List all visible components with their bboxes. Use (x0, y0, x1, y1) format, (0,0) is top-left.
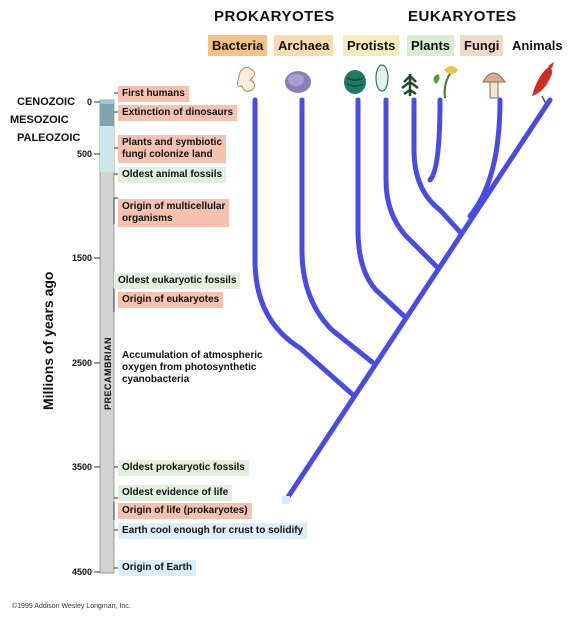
plant-icon (401, 66, 458, 99)
event-plants-colonize-land: Plants and symbiotic fungi colonize land (118, 135, 227, 163)
bacteria-icon (237, 66, 256, 92)
taxon-fungi: Fungi (460, 35, 504, 56)
precambrian-label: PRECAMBRIAN (103, 337, 113, 410)
tick-4500: 4500 (71, 567, 92, 577)
event-first-humans: First humans (118, 86, 189, 102)
tick-500: 500 (76, 149, 92, 159)
event-multicellular-origin: Origin of multicellular organisms (118, 199, 230, 227)
eukaryotes-title: Eukaryotes (408, 8, 517, 25)
event-oldest-eukaryotic-fossils: Oldest eukaryotic fossils (114, 273, 241, 289)
taxon-animals: Animals (512, 38, 563, 53)
event-oldest-prokaryotic-fossils: Oldest prokaryotic fossils (118, 460, 249, 476)
event-origin-eukaryotes: Origin of eukaryotes (118, 292, 224, 308)
event-origin-life: Origin of life (prokaryotes) (118, 503, 252, 519)
era-mesozoic: Mesozoic (10, 114, 69, 126)
time-axis (94, 92, 118, 574)
event-oldest-animal-fossils: Oldest animal fossils (118, 167, 227, 183)
y-axis-label: Millions of years ago (40, 271, 56, 410)
taxon-archaea: Archaea (274, 35, 334, 56)
taxon-protists: Protists (343, 35, 400, 56)
event-oxygen-accumulation: Accumulation of atmospheric oxygen from … (122, 350, 263, 385)
tick-0: 0 (86, 97, 92, 107)
era-paleozoic: Paleozoic (17, 132, 81, 144)
taxon-plants: Plants (407, 35, 455, 56)
tick-2500: 2500 (71, 358, 92, 368)
copyright-text: ©1999 Addison Wesley Longman, Inc. (12, 603, 131, 610)
event-oldest-evidence-life: Oldest evidence of life (118, 485, 233, 501)
event-crust-solidify: Earth cool enough for crust to solidify (118, 523, 308, 539)
event-extinction-dinosaurs: Extinction of dinosaurs (118, 105, 238, 121)
protist-icon (344, 64, 389, 94)
phylogenetic-tree (252, 97, 553, 503)
event-origin-earth: Origin of Earth (118, 560, 196, 576)
animal-icon (532, 62, 554, 105)
tick-1500: 1500 (71, 253, 92, 263)
fungus-icon (482, 72, 506, 99)
era-cenozoic: Cenozoic (17, 96, 76, 108)
tick-3500: 3500 (71, 462, 92, 472)
archaea-icon (285, 71, 311, 93)
taxon-bacteria: Bacteria (208, 35, 268, 56)
prokaryotes-title: Prokaryotes (214, 8, 335, 25)
